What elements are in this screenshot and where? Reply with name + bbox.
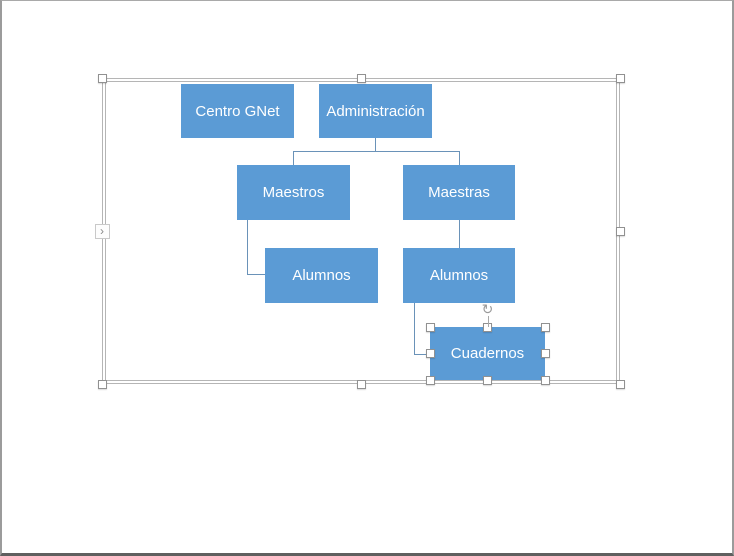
connector-segment xyxy=(293,151,376,152)
shape-resize-handle[interactable] xyxy=(425,375,435,385)
connector-segment xyxy=(375,138,376,151)
node-cuadernos[interactable]: Cuadernos xyxy=(430,327,545,380)
connector-segment xyxy=(459,220,460,248)
canvas-resize-handle[interactable] xyxy=(356,73,366,83)
connector-segment xyxy=(247,274,265,275)
node-administracion[interactable]: Administración xyxy=(319,84,432,138)
canvas-resize-handle[interactable] xyxy=(97,73,107,83)
connector-segment xyxy=(293,151,294,165)
rotate-handle-stem xyxy=(487,316,489,327)
shape-resize-handle[interactable] xyxy=(425,322,435,332)
node-maestros[interactable]: Maestros xyxy=(237,165,350,220)
node-alumnos-der[interactable]: Alumnos xyxy=(403,248,515,303)
shape-resize-handle[interactable] xyxy=(540,322,550,332)
canvas-resize-handle[interactable] xyxy=(356,379,366,389)
shape-resize-handle[interactable] xyxy=(483,375,492,385)
connector-segment xyxy=(375,151,460,152)
node-centro-gnet[interactable]: Centro GNet xyxy=(181,84,294,138)
node-maestras[interactable]: Maestras xyxy=(403,165,515,220)
canvas-resize-handle[interactable] xyxy=(97,379,107,389)
canvas-resize-handle[interactable] xyxy=(615,226,625,236)
shape-resize-handle[interactable] xyxy=(425,349,435,358)
connector-segment xyxy=(459,151,460,165)
connector-segment xyxy=(414,354,430,355)
canvas-resize-handle[interactable] xyxy=(615,73,625,83)
shape-resize-handle[interactable] xyxy=(540,349,550,358)
connector-segment xyxy=(247,220,248,275)
shape-resize-handle[interactable] xyxy=(540,375,550,385)
connector-segment xyxy=(414,303,415,355)
node-alumnos-izq[interactable]: Alumnos xyxy=(265,248,378,303)
canvas-resize-handle[interactable] xyxy=(615,379,625,389)
chevron-right-icon: › xyxy=(100,224,104,238)
rotate-handle-icon[interactable]: ↻ xyxy=(481,301,494,317)
text-pane-toggle-button[interactable]: › xyxy=(94,223,110,239)
